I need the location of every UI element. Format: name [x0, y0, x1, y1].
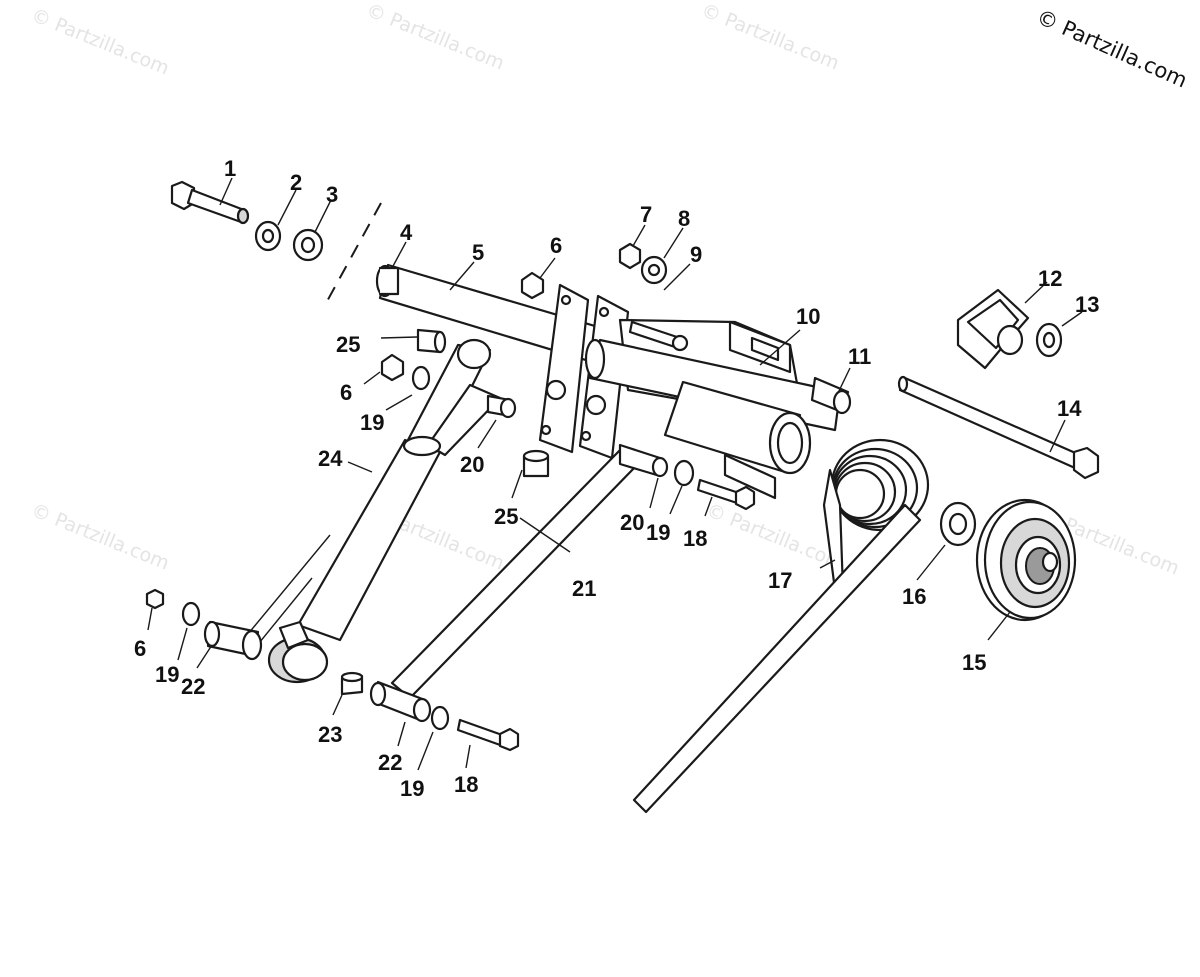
part-number-label: 16 [902, 584, 926, 609]
bolt-part-9 [628, 320, 689, 352]
bolt-part-1 [170, 180, 250, 225]
bushing-part-22-left [203, 620, 263, 661]
wheel-part-15 [975, 498, 1077, 622]
shock-part-24 [267, 435, 442, 684]
watermark: © Partzilla.com [28, 499, 172, 574]
part-number-label: 21 [572, 576, 596, 601]
sleeve-part-23 [340, 671, 364, 696]
block-part-12 [956, 288, 1030, 370]
part-number-label: 15 [962, 650, 986, 675]
part-number-label: 19 [155, 662, 179, 687]
part-number-label: 17 [768, 568, 792, 593]
washer-part-3 [292, 228, 324, 262]
part-labels: 1 2 3 4 5 6 7 8 9 10 11 12 13 14 15 16 1… [134, 156, 1099, 801]
part-number-label: 24 [318, 446, 343, 471]
part-number-label: 6 [550, 233, 562, 258]
part-number-label: 3 [326, 182, 338, 207]
nut-part-6-top [520, 271, 545, 300]
nut-part-7 [618, 242, 642, 270]
bolt-part-18-right [696, 478, 756, 511]
part-number-label: 25 [494, 504, 518, 529]
part-number-label: 19 [360, 410, 384, 435]
link-bars-lower-left [242, 534, 331, 649]
part-number-label: 6 [340, 380, 352, 405]
bushing-part-22-bottom [369, 680, 432, 723]
bolt-part-18-bottom [456, 718, 520, 752]
washer-part-19-right [673, 459, 695, 487]
part-number-label: 25 [336, 332, 360, 357]
washer-part-13 [1035, 322, 1063, 358]
part-number-label: 20 [460, 452, 484, 477]
part-number-label: 13 [1075, 292, 1099, 317]
washer-part-2 [254, 220, 282, 252]
part-number-label: 8 [678, 206, 690, 231]
tube-part-10 [584, 338, 842, 475]
copyright-text: © Partzilla.com [1033, 5, 1191, 93]
washer-part-16 [939, 501, 977, 547]
nut-part-6-left [380, 353, 405, 382]
watermark: © Partzilla.com [28, 4, 172, 79]
part-number-label: 7 [640, 202, 652, 227]
washer-part-19-left [411, 365, 431, 391]
axis-line [324, 202, 382, 306]
washer-part-19-bottom-left [181, 601, 201, 627]
part-number-label: 18 [454, 772, 478, 797]
part-number-label: 20 [620, 510, 644, 535]
part-number-label: 6 [134, 636, 146, 661]
watermark: © Partzilla.com [363, 0, 507, 75]
part-number-label: 1 [224, 156, 236, 181]
part-number-label: 4 [400, 220, 413, 245]
rod-part-21 [390, 443, 669, 700]
part-number-label: 9 [690, 242, 702, 267]
stub-part-11 [810, 376, 852, 415]
nut-part-6-bottom [145, 588, 165, 610]
part-number-label: 22 [181, 674, 205, 699]
leader-lines [147, 177, 1083, 771]
washer-part-8 [640, 255, 668, 285]
spring-part-17 [632, 438, 930, 814]
bushing-part-25-top [416, 328, 447, 354]
part-number-label: 23 [318, 722, 342, 747]
part-number-label: 22 [378, 750, 402, 775]
part-number-label: 5 [472, 240, 484, 265]
washer-part-19-bottom [430, 705, 450, 731]
part-number-label: 19 [646, 520, 670, 545]
bushing-part-25-mid [522, 449, 550, 478]
link-arm-upper [406, 338, 517, 457]
part-number-label: 14 [1057, 396, 1082, 421]
bolt-part-14 [897, 375, 1100, 480]
part-number-label: 18 [683, 526, 707, 551]
part-number-label: 2 [290, 170, 302, 195]
part-number-label: 19 [400, 776, 424, 801]
part-number-label: 12 [1038, 266, 1062, 291]
watermark: © Partzilla.com [698, 0, 842, 75]
part-number-label: 10 [796, 304, 820, 329]
part-number-label: 11 [848, 344, 871, 369]
